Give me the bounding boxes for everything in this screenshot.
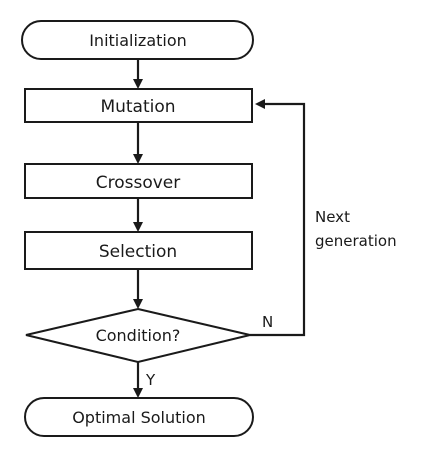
arrowhead-condition-to-solution <box>133 388 143 398</box>
condition-decision-shape <box>25 307 251 364</box>
crossover-label: Crossover <box>96 173 181 193</box>
node-condition: Condition? <box>25 307 251 364</box>
node-initialization: Initialization <box>21 20 254 60</box>
edges <box>133 59 306 398</box>
optimal-solution-terminator-shape <box>24 397 254 437</box>
selection-label: Selection <box>99 242 177 262</box>
edge-labels: N Y Next generation <box>145 208 397 389</box>
condition-label: Condition? <box>96 326 181 345</box>
no-branch-label: N <box>262 313 273 331</box>
optimal-solution-label: Optimal Solution <box>72 408 206 427</box>
crossover-process-shape <box>24 163 253 199</box>
node-mutation: Mutation <box>24 88 253 123</box>
nodes: Initialization Mutation Crossover Select… <box>21 20 254 437</box>
edge-loop-next-generation <box>250 102 306 337</box>
yes-branch-label: Y <box>145 371 156 389</box>
selection-process-shape <box>24 231 253 270</box>
arrowhead-mutation-to-crossover <box>133 154 143 164</box>
initialization-label: Initialization <box>89 31 187 50</box>
arrowhead-loop-next-generation <box>255 99 265 109</box>
loop-label-line2: generation <box>315 232 397 250</box>
arrowhead-crossover-to-selection <box>133 222 143 232</box>
mutation-label: Mutation <box>100 97 175 117</box>
node-optimal-solution: Optimal Solution <box>24 397 254 437</box>
mutation-process-shape <box>24 88 253 123</box>
node-selection: Selection <box>24 231 253 270</box>
initialization-terminator-shape <box>21 20 254 60</box>
node-crossover: Crossover <box>24 163 253 199</box>
arrowhead-selection-to-condition <box>133 299 143 309</box>
loop-label-line1: Next <box>315 208 350 226</box>
arrowhead-init-to-mutation <box>133 79 143 89</box>
